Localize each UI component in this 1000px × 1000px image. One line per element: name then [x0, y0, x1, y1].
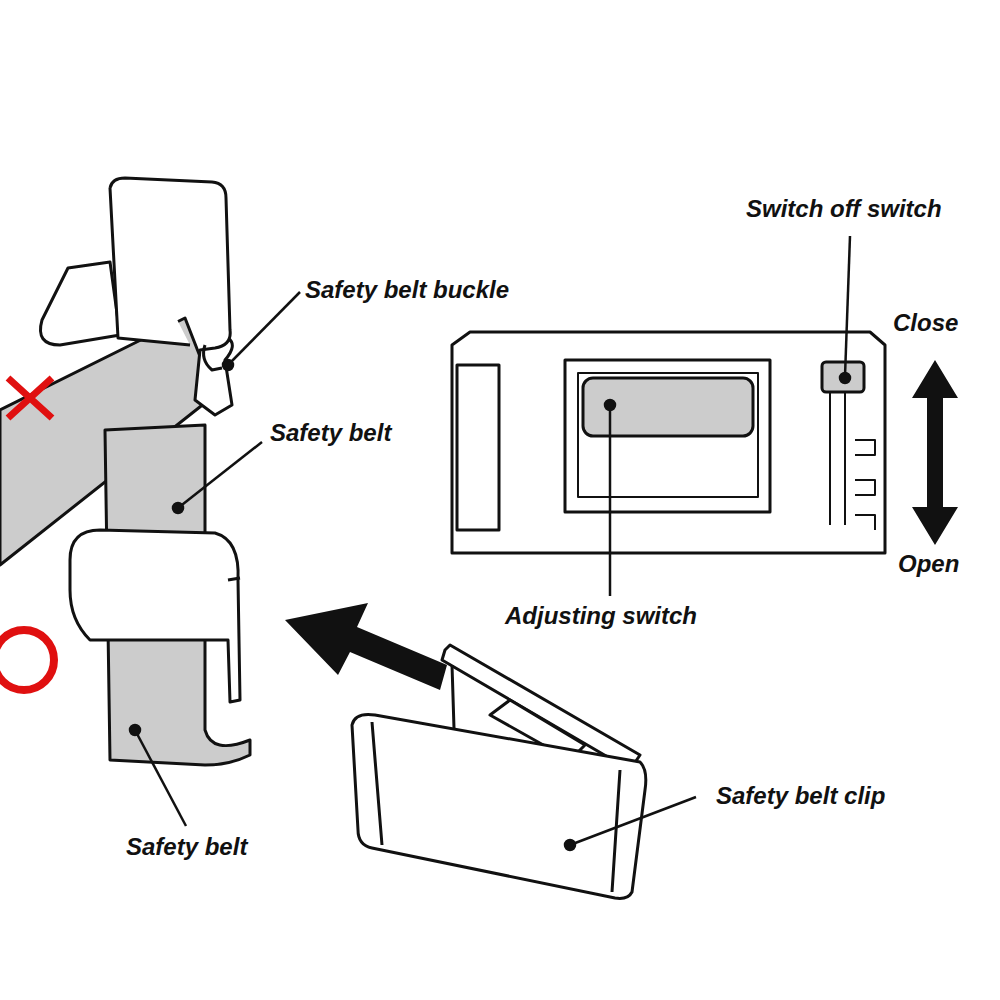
buckle-tongue — [110, 178, 232, 415]
leader-line — [570, 797, 696, 845]
clip-edge — [228, 578, 240, 580]
off-switch — [822, 362, 864, 392]
part-label: Switch off switch — [746, 195, 942, 223]
part-label: Safety belt — [270, 419, 391, 447]
part-label: Open — [898, 550, 959, 578]
leader-line — [178, 442, 262, 508]
panel-inner-window — [578, 373, 758, 497]
leader-line — [229, 292, 300, 364]
leader-dot — [173, 503, 183, 513]
leader-dot — [565, 840, 575, 850]
clip-installed — [70, 530, 240, 702]
part-label: Safety belt clip — [716, 782, 885, 810]
part-label: Adjusting switch — [505, 602, 697, 630]
open-close-arrow — [912, 360, 958, 545]
part-label: Safety belt — [126, 833, 247, 861]
buckle-ring — [40, 262, 120, 345]
leader-dot — [840, 373, 850, 383]
clip-front-edges — [372, 722, 620, 892]
part-label: Close — [893, 309, 958, 337]
correct-mark — [0, 630, 54, 690]
switch-track — [830, 392, 875, 530]
adjusting-switch — [583, 378, 753, 436]
insert-arrow — [285, 603, 447, 690]
leader-dot — [605, 400, 615, 410]
buckle-hook — [204, 345, 222, 370]
part-label: Safety belt buckle — [305, 276, 509, 304]
leader-dot — [130, 725, 140, 735]
wrong-mark — [8, 378, 52, 418]
leader-line — [135, 730, 186, 826]
panel-hinge — [457, 365, 499, 530]
panel-window — [565, 360, 770, 512]
leader-dot — [223, 360, 233, 370]
leader-line — [845, 236, 850, 376]
clip-front-plate — [352, 714, 646, 898]
leader-line — [609, 406, 612, 596]
clip-panel — [452, 332, 885, 553]
